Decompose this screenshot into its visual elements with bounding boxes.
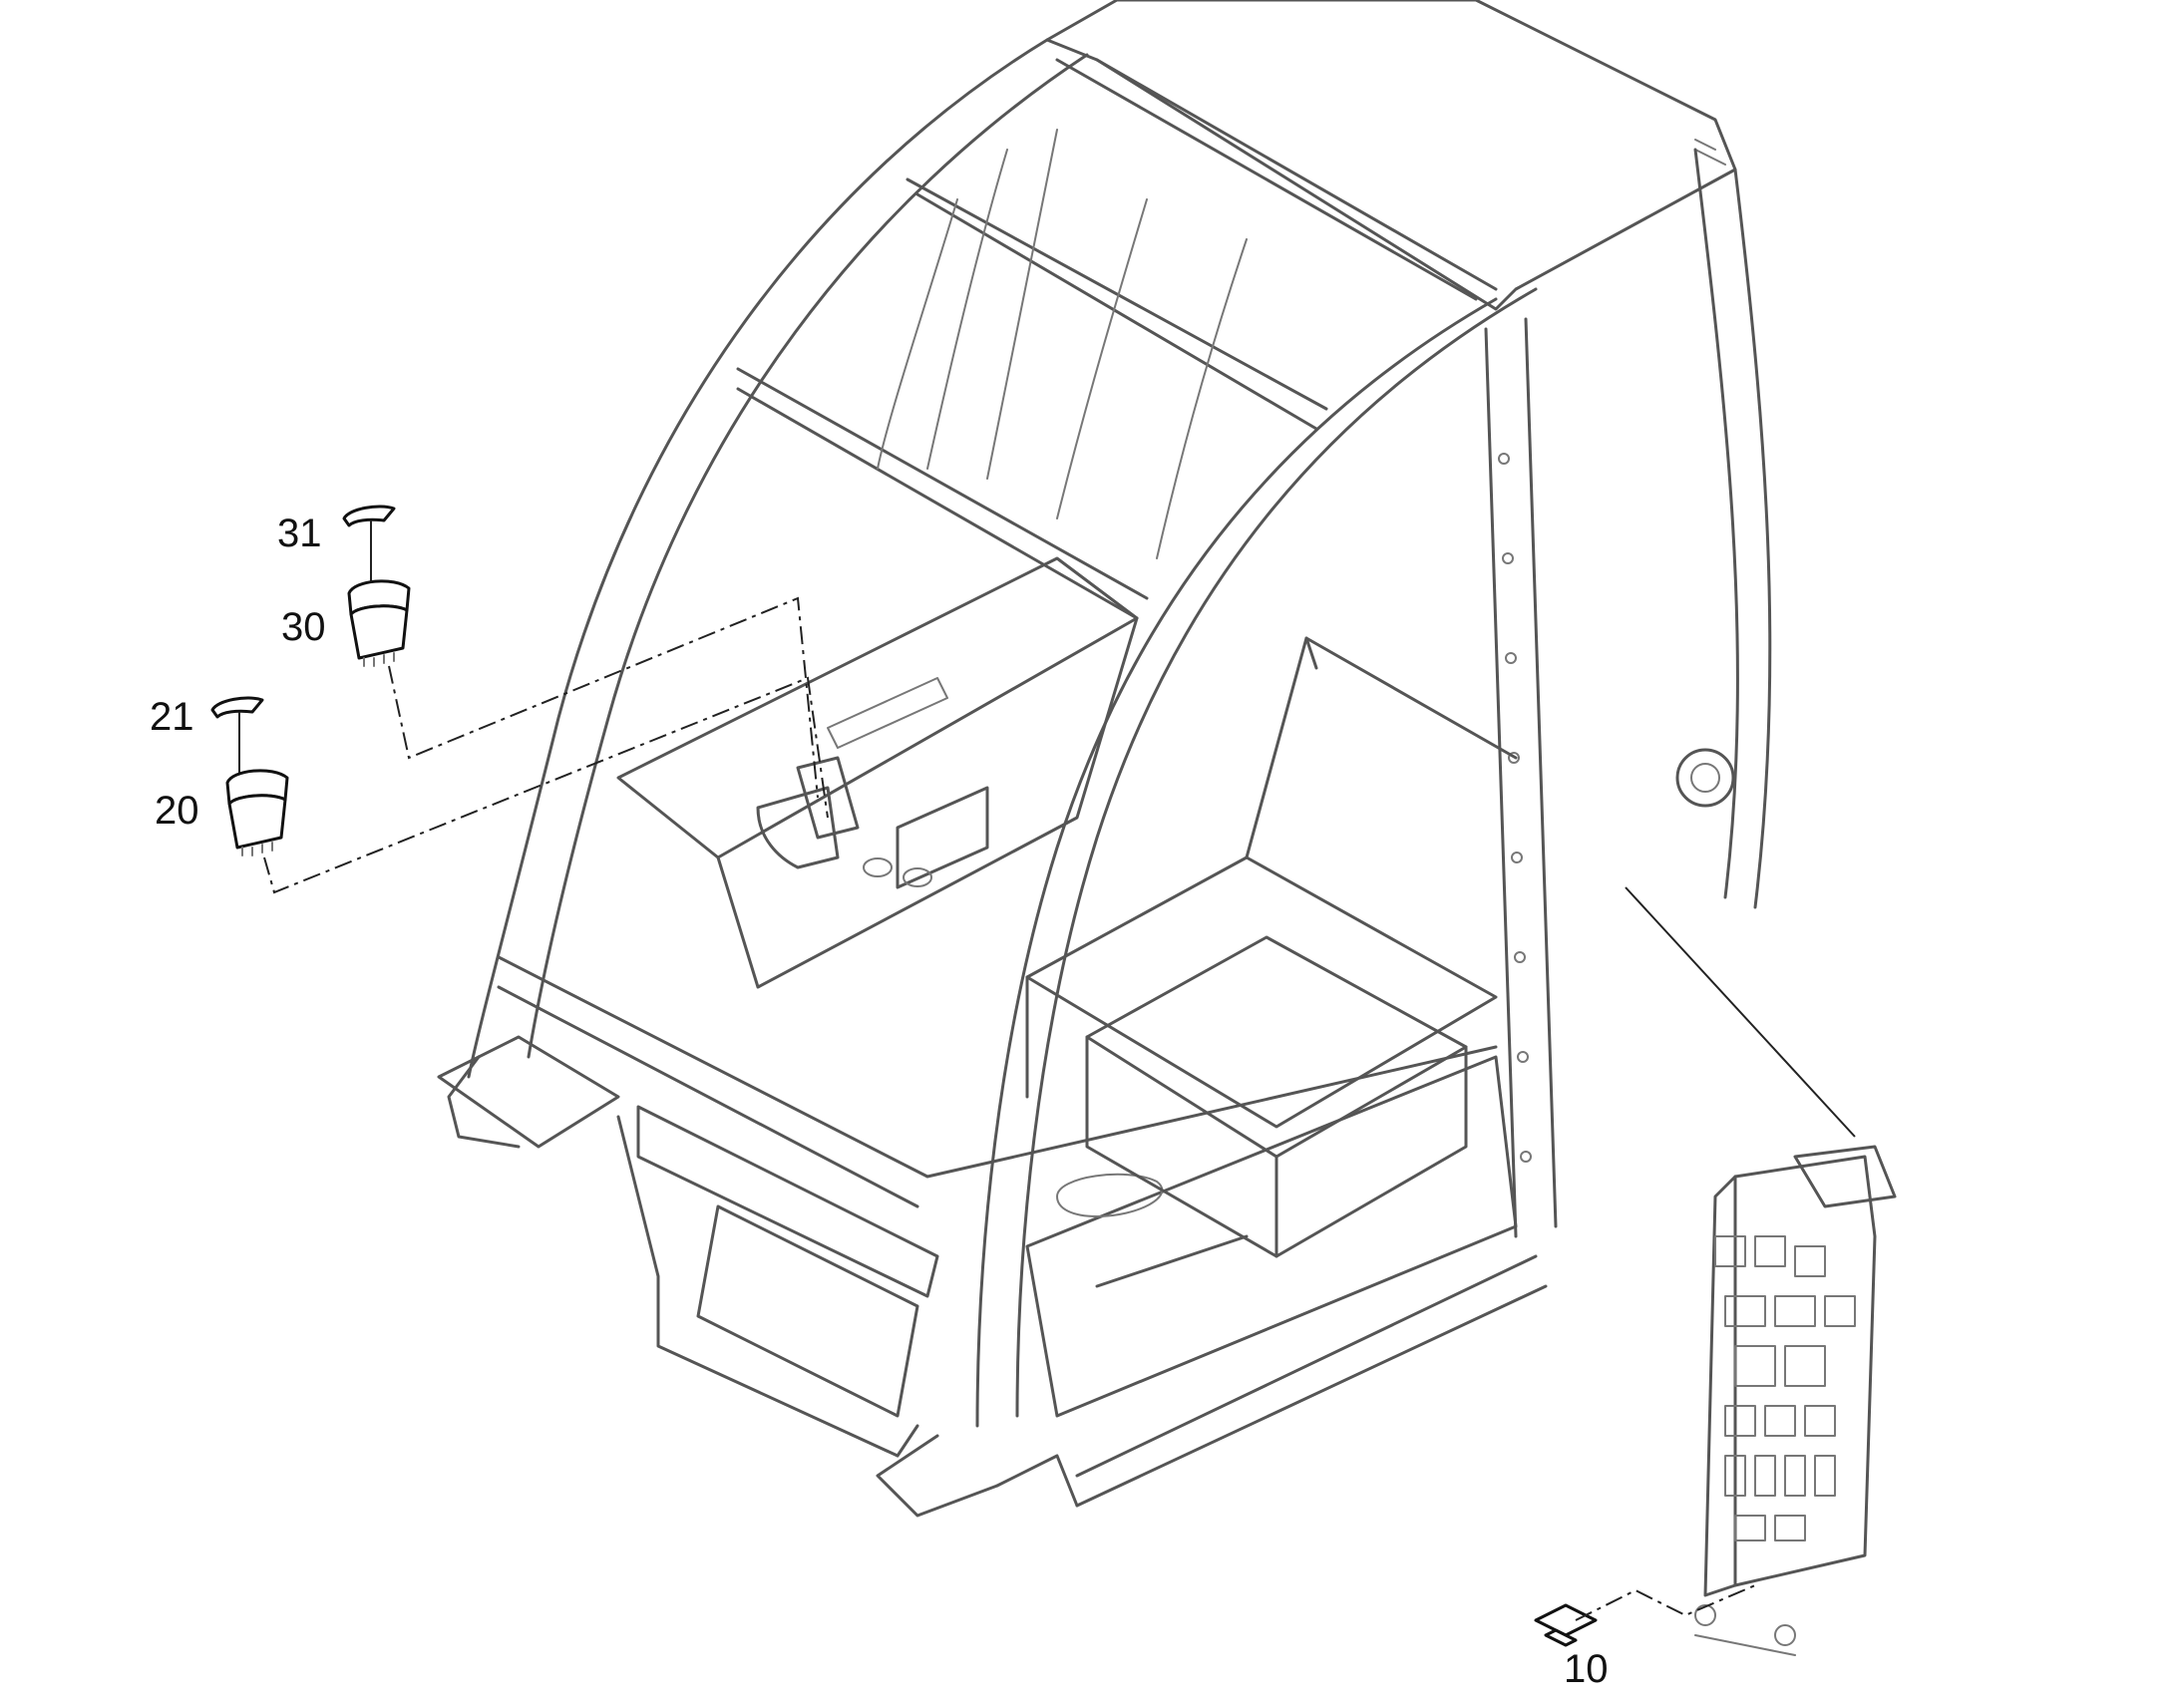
part-10-fuse — [1534, 1603, 1598, 1647]
callout-31: 31 — [277, 512, 322, 555]
leader-line-10 — [1575, 1584, 1756, 1621]
cab-roof — [1045, 0, 1737, 311]
part-31-cap — [342, 505, 396, 527]
part-30-switch — [347, 579, 411, 667]
board-leader-line — [1625, 886, 1856, 1138]
part-21-cap — [210, 696, 264, 719]
leader-line-20 — [263, 676, 829, 894]
front-left-pillar — [467, 38, 1049, 1079]
rear-right-pillar — [1693, 148, 1739, 899]
rear-box — [1025, 855, 1498, 1129]
fuse-relay-board — [1694, 1145, 1897, 1656]
leader-line-30 — [388, 596, 819, 799]
callout-30: 30 — [281, 605, 326, 649]
part-20-switch — [225, 769, 289, 856]
callout-10: 10 — [1564, 1647, 1609, 1691]
front-right-pillar — [975, 297, 1498, 1428]
callout-21: 21 — [150, 695, 194, 739]
callout-20: 20 — [155, 789, 199, 833]
dashboard — [616, 556, 1139, 859]
cab-frame — [437, 0, 1772, 1518]
